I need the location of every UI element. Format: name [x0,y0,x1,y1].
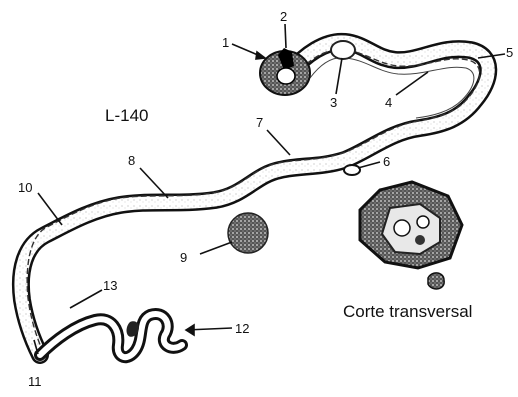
spotted-disc [228,213,268,253]
callout-5: 5 [506,45,513,60]
leader-1-arrow [256,52,265,59]
callout-13: 13 [103,278,117,293]
cross-section-inner [382,204,440,254]
cross-section-lumen-2 [417,216,429,228]
leader-8 [140,168,168,198]
spotted-disc-shape [228,213,268,253]
callout-2: 2 [280,9,287,24]
callout-4: 4 [385,95,392,110]
vulva-mark [344,165,360,175]
label-cross-section-caption: Corte transversal [343,302,472,321]
vulva-structure [344,165,360,175]
callout-8: 8 [128,153,135,168]
leader-6 [358,162,380,168]
callout-6: 6 [383,154,390,169]
leader-7 [267,130,290,155]
callout-7: 7 [256,115,263,130]
cross-section-lumen-3 [415,235,425,245]
cross-section-lumen-1 [394,220,410,236]
small-cross-section [428,273,444,289]
leader-2 [285,24,286,48]
leader-13 [70,290,102,308]
leader-12-arrow [186,325,194,335]
small-cross-section-shape [428,273,444,289]
leader-9 [200,242,232,254]
leader-3 [336,58,342,94]
leader-4 [396,72,428,95]
head-ring [277,68,295,84]
label-specimen-id: L-140 [105,106,148,125]
leader-10 [38,193,62,225]
callout-9: 9 [180,250,187,265]
tail-coil [40,314,182,357]
callout-10: 10 [18,180,32,195]
callout-11: 11 [28,374,42,389]
cross-section [360,182,462,268]
callout-12: 12 [235,321,249,336]
callout-3: 3 [330,95,337,110]
esophagus-bulb [331,41,355,59]
callout-1: 1 [222,35,229,50]
